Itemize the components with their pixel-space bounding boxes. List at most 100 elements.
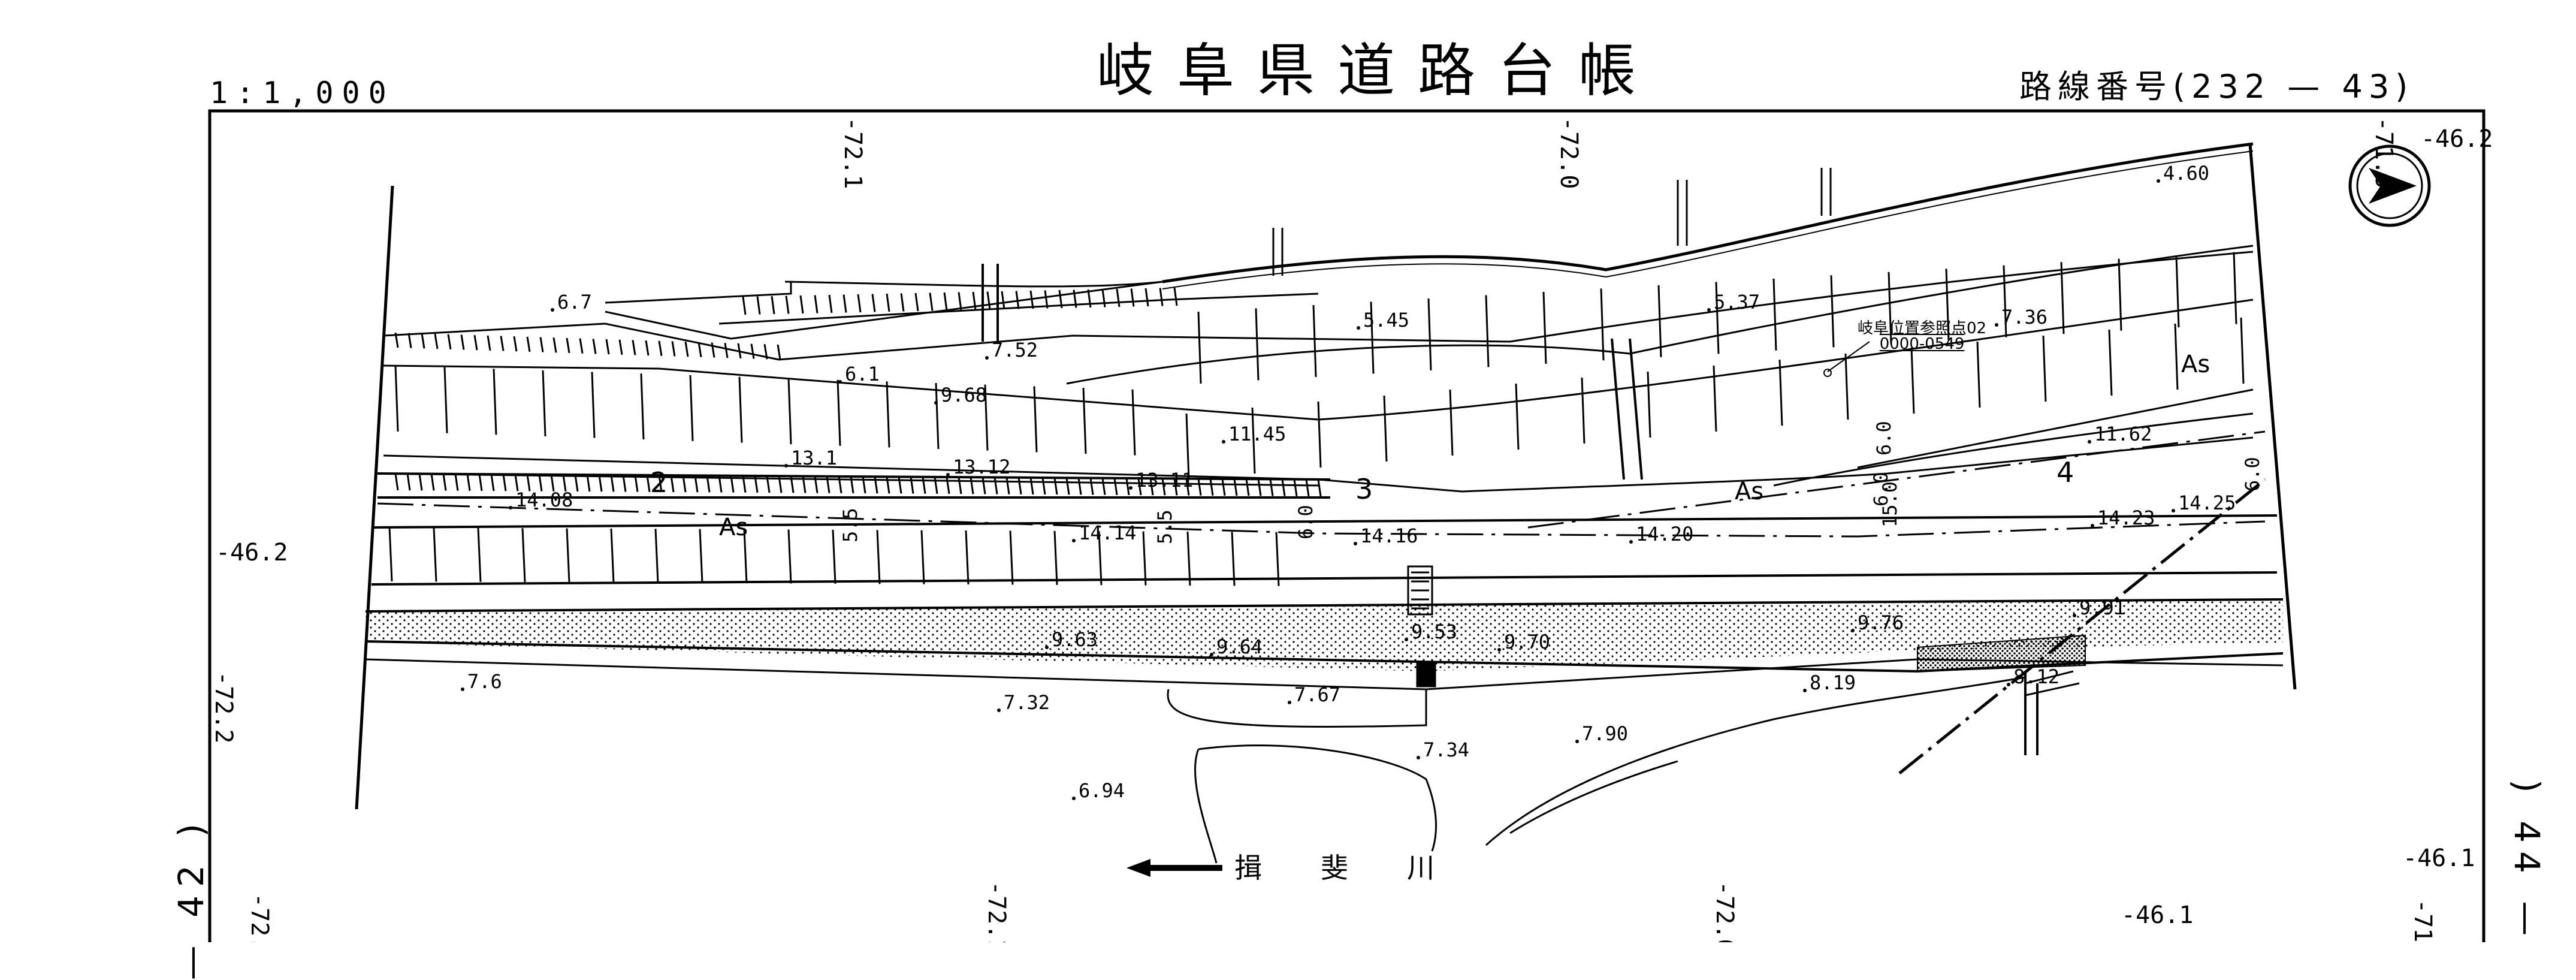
flow-arrow-icon bbox=[1127, 859, 1222, 877]
curb-tick bbox=[550, 474, 555, 491]
elevation-point bbox=[946, 473, 950, 477]
grid-coordinate-label: -72.1 bbox=[839, 117, 866, 189]
parking-stall-divider bbox=[1844, 353, 1849, 420]
river-label: 揖 斐 川 bbox=[1234, 852, 1450, 884]
curb-tick bbox=[634, 475, 639, 492]
slope-tick bbox=[1159, 288, 1164, 306]
elevation-point bbox=[784, 464, 788, 468]
slope-tick bbox=[671, 341, 676, 357]
slope-tick bbox=[605, 339, 610, 355]
parking-stall-divider bbox=[1427, 298, 1432, 370]
slope-tick bbox=[487, 335, 491, 351]
elevation-point bbox=[1354, 542, 1357, 545]
surface-label: As bbox=[719, 514, 748, 541]
slope-tick bbox=[886, 293, 890, 312]
parking-stall-divider bbox=[521, 528, 526, 583]
parking-stall-divider bbox=[984, 384, 989, 451]
curb-tick bbox=[1017, 477, 1022, 494]
reference-point-label: 岐阜位置参照点02 0000-0549 bbox=[1858, 321, 1986, 352]
parking-stall-divider bbox=[2003, 265, 2007, 337]
elevation-label: 14.23 bbox=[2097, 506, 2155, 529]
slope-tick bbox=[447, 334, 452, 349]
parking-stall-divider bbox=[1910, 347, 1915, 414]
slope-tick bbox=[1130, 288, 1135, 307]
elevation-point bbox=[2172, 509, 2175, 512]
slope-tick bbox=[1087, 289, 1092, 308]
parking-stall-divider bbox=[1657, 285, 1662, 357]
slope-tick bbox=[871, 294, 876, 312]
width-dimension-label: 6.0 bbox=[1870, 472, 1892, 506]
curb-tick bbox=[946, 477, 950, 494]
elevation-point bbox=[985, 356, 989, 360]
parking-stall-divider bbox=[1830, 275, 1835, 348]
elevation-point bbox=[1497, 648, 1501, 652]
parking-stall-divider bbox=[2042, 335, 2047, 402]
surface-label: As bbox=[1735, 478, 1764, 505]
section-number-4: 4 bbox=[2056, 456, 2074, 489]
elevation-label: 7.90 bbox=[1582, 722, 1628, 745]
curb-tick bbox=[1149, 478, 1154, 496]
slope-tick bbox=[1044, 290, 1049, 309]
curb-tick bbox=[1137, 478, 1142, 496]
curb-tick bbox=[970, 477, 974, 494]
parking-stall-divider bbox=[1715, 282, 1720, 354]
slope-tick bbox=[1101, 289, 1106, 307]
slope-tick bbox=[434, 333, 439, 349]
slope-tick bbox=[785, 295, 790, 314]
elevation-label: 11.45 bbox=[1228, 423, 1286, 445]
slope-tick bbox=[1058, 290, 1063, 309]
curb-tick bbox=[910, 477, 914, 494]
parking-stall-divider bbox=[1009, 530, 1014, 585]
curb-tick bbox=[1029, 477, 1034, 495]
parking-stall-divider bbox=[2175, 255, 2180, 328]
slope-tick bbox=[857, 294, 862, 313]
curb-tick bbox=[658, 475, 663, 493]
slope-tick bbox=[526, 336, 531, 352]
sheet-link-right: ) 44 — bbox=[2506, 779, 2547, 945]
parking-stall-divider bbox=[1581, 377, 1586, 444]
parking-stall-divider bbox=[2118, 258, 2122, 331]
parking-stall-divider bbox=[1098, 531, 1103, 586]
parking-stall-divider bbox=[1251, 407, 1256, 474]
parking-stall-divider bbox=[1600, 288, 1605, 361]
parking-stall-divider bbox=[738, 376, 743, 443]
elevation-point bbox=[1803, 689, 1807, 692]
slope-tick bbox=[1116, 288, 1121, 307]
curb-tick bbox=[1317, 479, 1322, 497]
slope-tick bbox=[658, 340, 663, 356]
river-label-row: 揖 斐 川 bbox=[1127, 854, 1450, 882]
curb-tick bbox=[1077, 478, 1082, 495]
parking-stall-divider bbox=[1275, 532, 1280, 586]
parking-stall-divider bbox=[2108, 329, 2113, 396]
elevation-point bbox=[1129, 486, 1133, 490]
parking-stall-divider bbox=[1515, 383, 1520, 450]
parking-stall-divider bbox=[876, 530, 881, 584]
curb-tick bbox=[922, 477, 926, 494]
elevation-point bbox=[2091, 524, 2094, 527]
parking-stall-divider bbox=[654, 529, 659, 583]
parking-stall-divider bbox=[477, 527, 482, 582]
scale-label: 1:1,000 bbox=[210, 76, 395, 110]
grid-coordinate-label: -72.2 bbox=[210, 671, 237, 743]
parking-stall-divider bbox=[443, 367, 448, 433]
north-arrow-icon bbox=[2348, 144, 2431, 227]
curb-tick bbox=[418, 474, 423, 491]
curb-tick bbox=[766, 475, 771, 493]
elevation-label: 7.52 bbox=[992, 339, 1038, 361]
curb-tick bbox=[1053, 477, 1058, 495]
curb-tick bbox=[538, 474, 543, 491]
parking-stall-divider bbox=[1976, 341, 1981, 408]
slope-tick bbox=[394, 332, 399, 348]
elevation-label: 14.16 bbox=[1360, 524, 1418, 547]
width-dimension-label: 5.5 bbox=[1153, 509, 1176, 544]
elevation-point bbox=[1045, 646, 1049, 649]
elevation-point bbox=[997, 708, 1001, 712]
curb-tick bbox=[670, 475, 675, 493]
slope-tick bbox=[777, 344, 781, 360]
curb-tick bbox=[406, 473, 411, 491]
elevation-point bbox=[2073, 614, 2076, 617]
parking-stall-divider bbox=[433, 527, 437, 582]
slope-tick bbox=[566, 337, 570, 354]
curb-tick bbox=[1005, 477, 1010, 494]
curb-tick bbox=[526, 474, 531, 491]
